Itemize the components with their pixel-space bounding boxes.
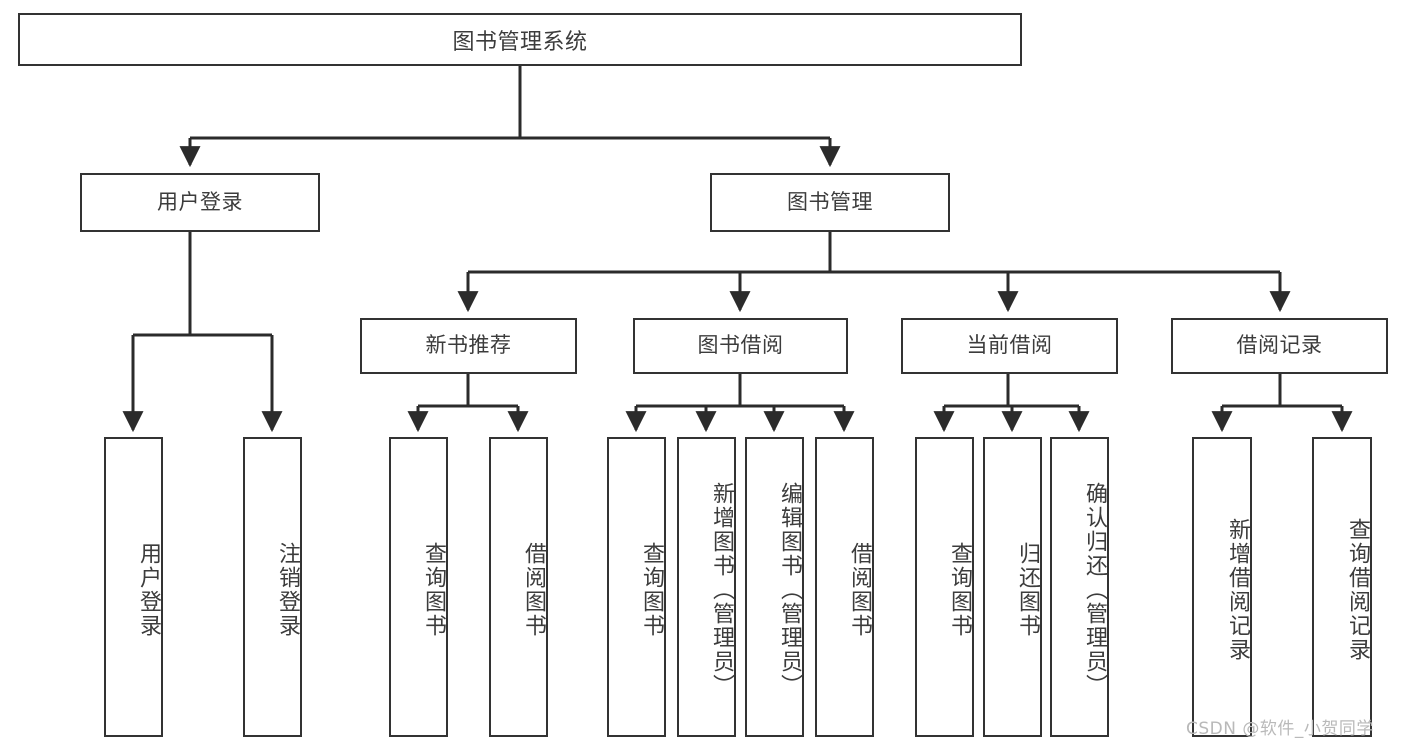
watermark-text: CSDN @软件_小贺同学 [1186, 719, 1374, 739]
node-user-login-label: 用户登录 [157, 189, 243, 214]
node-new-book-rec-label: 新书推荐 [425, 333, 512, 358]
node-book-borrow-label: 图书借阅 [697, 333, 784, 358]
node-leaf-add-record-label: 新增借阅记录 [1225, 518, 1250, 662]
node-user-login[interactable]: 用户登录 [80, 173, 320, 232]
node-leaf-return-book[interactable]: 归还图书 [983, 437, 1042, 737]
node-book-manage[interactable]: 图书管理 [710, 173, 950, 232]
node-leaf-confirm-return-label: 确认归还（管理员） [1082, 482, 1107, 698]
node-leaf-user-login-label: 用户登录 [136, 542, 161, 638]
node-leaf-confirm-return[interactable]: 确认归还（管理员） [1050, 437, 1109, 737]
node-leaf-borrow-book-2[interactable]: 借阅图书 [815, 437, 874, 737]
node-book-manage-label: 图书管理 [787, 189, 873, 214]
node-leaf-query-book-2-label: 查询图书 [639, 542, 664, 638]
node-leaf-query-book-2[interactable]: 查询图书 [607, 437, 666, 737]
node-root-label: 图书管理系统 [452, 29, 588, 55]
node-leaf-query-book-3[interactable]: 查询图书 [915, 437, 974, 737]
node-leaf-borrow-book-1-label: 借阅图书 [521, 542, 546, 638]
node-leaf-add-book-label: 新增图书（管理员） [709, 482, 734, 698]
node-leaf-query-book-1-label: 查询图书 [421, 542, 446, 638]
node-leaf-user-logout[interactable]: 注销登录 [243, 437, 302, 737]
node-leaf-edit-book-label: 编辑图书（管理员） [777, 482, 802, 698]
node-leaf-query-book-3-label: 查询图书 [947, 542, 972, 638]
node-leaf-edit-book[interactable]: 编辑图书（管理员） [745, 437, 804, 737]
node-current-borrow-label: 当前借阅 [966, 333, 1053, 358]
node-leaf-query-book-1[interactable]: 查询图书 [389, 437, 448, 737]
node-leaf-return-book-label: 归还图书 [1015, 542, 1040, 638]
node-new-book-rec[interactable]: 新书推荐 [360, 318, 577, 374]
node-leaf-user-login[interactable]: 用户登录 [104, 437, 163, 737]
node-leaf-borrow-book-1[interactable]: 借阅图书 [489, 437, 548, 737]
node-leaf-add-book[interactable]: 新增图书（管理员） [677, 437, 736, 737]
node-borrow-record-label: 借阅记录 [1236, 333, 1323, 358]
node-leaf-add-record[interactable]: 新增借阅记录 [1192, 437, 1252, 737]
node-current-borrow[interactable]: 当前借阅 [901, 318, 1118, 374]
node-leaf-query-record-label: 查询借阅记录 [1345, 518, 1370, 662]
node-leaf-borrow-book-2-label: 借阅图书 [847, 542, 872, 638]
node-root[interactable]: 图书管理系统 [18, 13, 1022, 66]
node-borrow-record[interactable]: 借阅记录 [1171, 318, 1388, 374]
node-book-borrow[interactable]: 图书借阅 [633, 318, 848, 374]
node-leaf-user-logout-label: 注销登录 [275, 542, 300, 638]
node-leaf-query-record[interactable]: 查询借阅记录 [1312, 437, 1372, 737]
